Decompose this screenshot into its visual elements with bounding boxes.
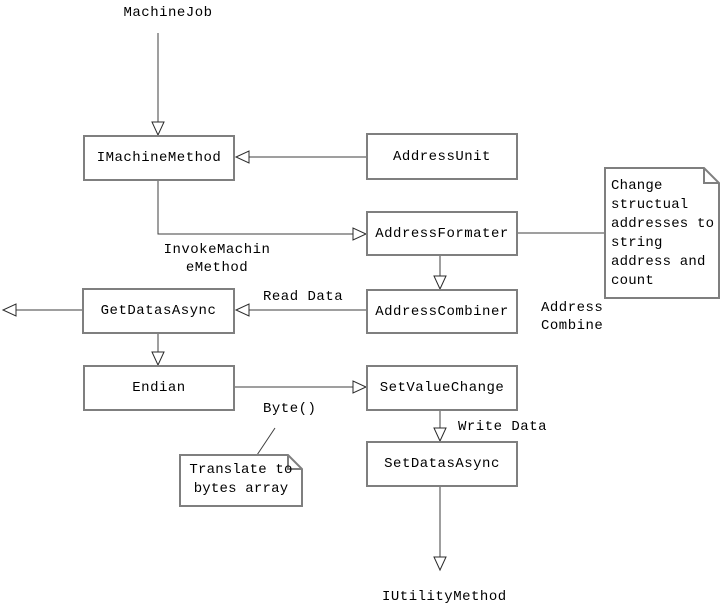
edge-label-byte: Byte()	[263, 401, 317, 417]
node-imachinemethod: IMachineMethod	[83, 135, 235, 181]
edge-label-invoke-machine-method: InvokeMachin eMethod	[163, 242, 271, 276]
arrowhead-down-endian	[151, 351, 165, 367]
arrowhead-left-edge	[1, 303, 17, 317]
arrowhead-right-addressformater	[352, 227, 368, 241]
edge-label-address-combine: Address Combine	[541, 300, 604, 334]
arrowhead-down-addresscombiner	[433, 275, 447, 291]
node-addressformater: AddressFormater	[366, 211, 518, 256]
note-fold-translate-bytes	[287, 455, 302, 470]
label-machinejob: MachineJob	[123, 5, 213, 21]
edge-label-write-data: Write Data	[458, 419, 548, 435]
node-setvaluechange: SetValueChange	[366, 365, 518, 411]
arrowhead-down-imachinemethod	[151, 121, 165, 137]
arrowhead-down-iutilitymethod	[433, 556, 447, 572]
connector-byte-note	[256, 427, 276, 456]
node-endian: Endian	[83, 365, 235, 411]
node-getdatasasync: GetDatasAsync	[82, 288, 235, 334]
edge-label-read-data: Read Data	[263, 289, 344, 305]
arrowhead-down-setdatasasync	[433, 427, 447, 443]
note-shape-translate-bytes	[179, 454, 303, 507]
label-iutilitymethod: IUtilityMethod	[382, 589, 507, 605]
node-setdatasasync: SetDatasAsync	[366, 441, 518, 487]
note-text-change-structural: Change structual addresses to string add…	[611, 178, 715, 289]
node-addresscombiner: AddressCombiner	[366, 289, 518, 334]
note-shape-change-structural	[604, 167, 720, 299]
node-addressunit: AddressUnit	[366, 133, 518, 180]
arrowhead-left-getdatasasync	[234, 303, 250, 317]
arrowhead-right-setvaluechange	[352, 380, 368, 394]
arrowhead-left-imachinemethod	[234, 150, 250, 164]
note-text-translate-bytes: Translate to bytes array	[189, 462, 293, 497]
connector-imachinemethod-to-addressformater	[157, 181, 353, 235]
note-fold-change-structural	[703, 168, 719, 184]
